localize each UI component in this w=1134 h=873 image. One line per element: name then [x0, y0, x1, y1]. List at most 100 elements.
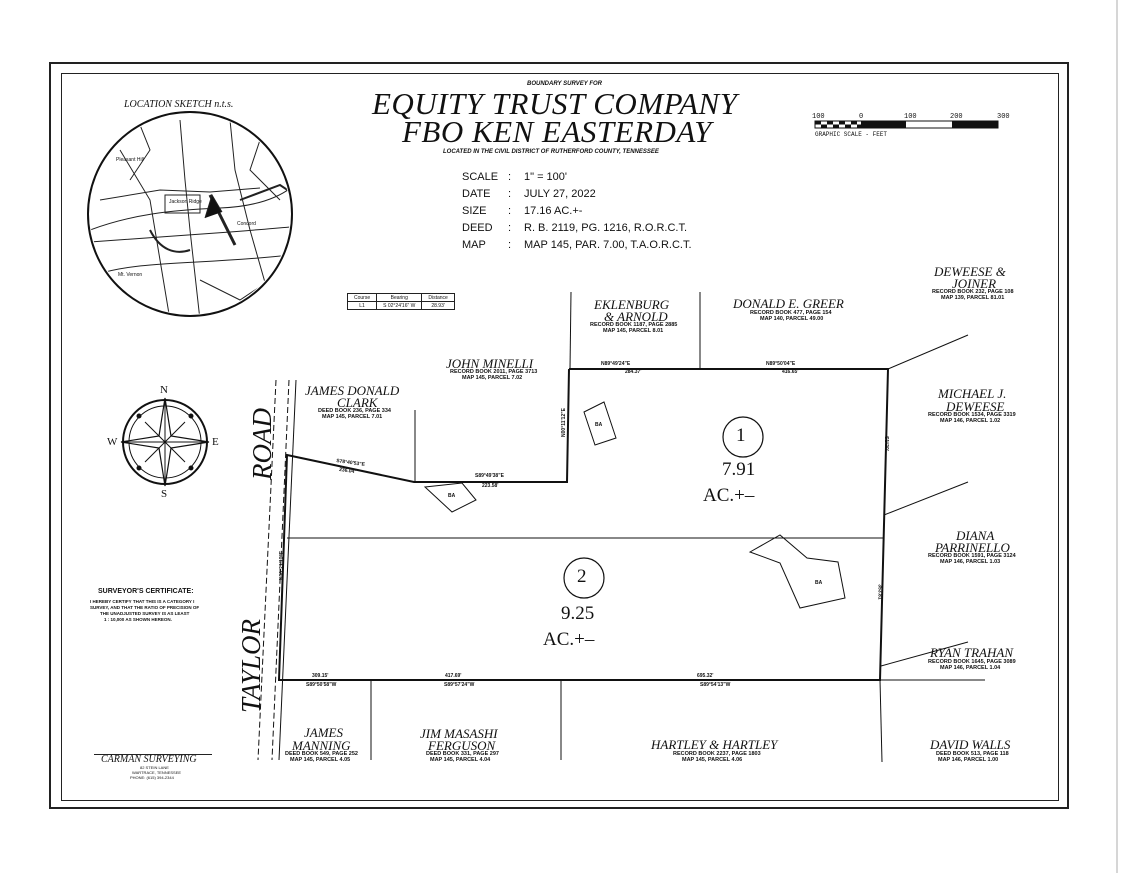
owner-minelli-record: RECORD BOOK 2011, PAGE 3713	[450, 369, 538, 375]
table-cell: 28.93'	[421, 301, 455, 310]
owner-ferguson-name: JIM MASASHI	[420, 726, 498, 741]
owner-parrinello-record: RECORD BOOK 1591, PAGE 3124	[928, 553, 1016, 559]
owner-walls-map: MAP 146, PARCEL 1.00	[938, 757, 999, 763]
structure-label: BA	[815, 580, 823, 586]
owner-greer-record: RECORD BOOK 477, PAGE 154	[750, 310, 832, 316]
place-label: Mt. Vernon	[118, 272, 143, 278]
owner-trahan-record: RECORD BOOK 1645, PAGE 3089	[928, 659, 1016, 665]
survey-type: BOUNDARY SURVEY FOR	[527, 81, 603, 87]
owner-hartley-map: MAP 145, PARCEL 4.06	[682, 757, 743, 763]
scale-bar	[814, 120, 999, 129]
compass-north: N	[160, 384, 168, 396]
info-value: 1" = 100'	[524, 171, 568, 183]
scale-tick: 0	[859, 113, 864, 121]
table-row: L1 S 02°24'16" W 28.93'	[346, 301, 455, 310]
location-sketch-label: LOCATION SKETCH n.t.s.	[124, 99, 234, 110]
adjoiner-lines	[370, 291, 985, 763]
info-value: 17.16 AC.+-	[524, 205, 583, 217]
lot-2-marker	[563, 557, 605, 599]
structure-label: BA	[448, 493, 456, 499]
info-key: DEED	[462, 222, 493, 234]
road-name-taylor: TAYLOR	[236, 618, 266, 713]
certificate-text: THE UNADJUSTED SURVEY IS AS LEAST	[100, 611, 190, 616]
bearing-label: S89°49'38"E	[475, 473, 504, 479]
title-line-1: EQUITY TRUST COMPANY	[372, 86, 738, 121]
lot-2-area: 9.25	[561, 603, 595, 624]
taylor-road	[257, 379, 297, 761]
scrollbar-edge	[1116, 0, 1118, 873]
owner-minelli-name: JOHN MINELLI	[446, 356, 534, 371]
owner-parrinello-name: DIANA	[956, 528, 995, 543]
owner-parrinello-map: MAP 146, PARCEL 1.03	[940, 559, 1001, 565]
owner-parrinello-name2: PARRINELLO	[935, 540, 1010, 555]
surveyor-name: CARMAN SURVEYING	[101, 754, 197, 765]
owner-clark-record: DEED BOOK 236, PAGE 334	[318, 408, 391, 414]
lot-2-unit: AC.+–	[543, 629, 595, 650]
owner-michael-deweese-record: RECORD BOOK 1534, PAGE 3319	[928, 412, 1016, 418]
bearing-label: S89°57'24"W	[444, 682, 475, 688]
owner-michael-deweese-map: MAP 146, PARCEL 1.02	[940, 418, 1001, 424]
distance-label: 695.32'	[697, 673, 714, 679]
certificate-text: 1 : 10,000 AS SHOWN HEREON.	[104, 617, 172, 622]
owner-hartley-name: HARTLEY & HARTLEY	[651, 737, 778, 752]
distance-label: 417.69'	[445, 673, 462, 679]
lot-1-area: 7.91	[722, 459, 756, 480]
owner-manning-map: MAP 145, PARCEL 4.05	[290, 757, 351, 763]
bearing-label: N89°49'24"E	[601, 361, 631, 367]
distance-label: 353.81'	[876, 584, 883, 601]
lot-1-unit: AC.+–	[703, 485, 755, 506]
owner-walls-name: DAVID WALLS	[930, 737, 1011, 752]
owner-walls-record: DEED BOOK 513, PAGE 118	[936, 751, 1009, 757]
distance-label: 284.37'	[625, 369, 642, 375]
certificate-text: SURVEY, AND THAT THE RATIO OF PRECISION …	[90, 605, 200, 610]
owner-hartley-record: RECORD BOOK 2237, PAGE 1803	[673, 751, 761, 757]
info-key: SCALE	[462, 171, 499, 183]
title-line-2: FBO KEN EASTERDAY	[402, 114, 712, 149]
owner-eklenburg-name2: & ARNOLD	[604, 309, 668, 324]
surveyor-rule	[94, 754, 212, 755]
certificate-text: I HEREBY CERTIFY THAT THIS IS A CATEGORY…	[90, 599, 195, 604]
owner-clark-name2: CLARK	[337, 395, 378, 410]
owner-ferguson-record: DEED BOOK 331, PAGE 297	[426, 751, 499, 757]
line-table: Course Bearing Distance L1 S 02°24'16" W…	[346, 293, 455, 310]
scale-tick: 100	[812, 113, 825, 121]
owner-clark-name: JAMES DONALD	[305, 383, 400, 398]
owner-michael-deweese-name2: DEWEESE	[946, 399, 1005, 414]
lot-1-number: 1	[736, 425, 746, 446]
north-arrow	[120, 397, 210, 487]
structures	[423, 401, 846, 609]
owner-manning-name2: MANNING	[292, 738, 351, 753]
distance-label: 309.15'	[312, 673, 329, 679]
info-colon: :	[508, 222, 512, 234]
owner-deweese-joiner-record: RECORD BOOK 232, PAGE 108	[932, 289, 1014, 295]
owner-ferguson-name2: FERGUSON	[428, 738, 496, 753]
bearing-label: N89°50'04"E	[766, 361, 796, 367]
certificate-heading: SURVEYOR'S CERTIFICATE:	[98, 588, 194, 595]
owner-greer-name: DONALD E. GREER	[733, 296, 844, 311]
info-key: DATE	[462, 188, 491, 200]
owner-eklenburg-map: MAP 145, PARCEL 8.01	[603, 328, 664, 334]
structure-label: BA	[595, 422, 603, 428]
bearing-label: S1°20'	[882, 436, 889, 451]
owner-deweese-joiner-name: DEWEESE &	[934, 264, 1006, 279]
scale-caption: GRAPHIC SCALE - FEET	[815, 131, 888, 138]
scale-tick: 200	[950, 113, 963, 121]
outer-border	[49, 62, 1069, 809]
inner-border	[61, 73, 1059, 801]
location-statement: LOCATED IN THE CIVIL DISTRICT OF RUTHERF…	[443, 149, 659, 155]
owner-trahan-name: RYAN TRAHAN	[930, 645, 1014, 660]
surveyor-phone: PHONE: (615) 394-2344	[130, 775, 174, 780]
info-key: MAP	[462, 239, 486, 251]
place-label: Pleasant Hill	[116, 157, 144, 163]
info-value: JULY 27, 2022	[524, 188, 596, 200]
location-sketch-map	[87, 111, 293, 317]
owner-deweese-joiner-map: MAP 139, PARCEL 81.01	[941, 295, 1005, 301]
place-label: Concord	[237, 221, 256, 227]
bearing-label: N00°21'10"E	[279, 550, 286, 581]
surveyor-address: WARTRACE, TENNESSEE	[132, 770, 182, 775]
info-colon: :	[508, 171, 512, 183]
owner-deweese-joiner-name2: JOINER	[952, 276, 997, 291]
bearing-label: N00°11'12"E	[560, 408, 567, 437]
property-boundary	[277, 368, 890, 681]
